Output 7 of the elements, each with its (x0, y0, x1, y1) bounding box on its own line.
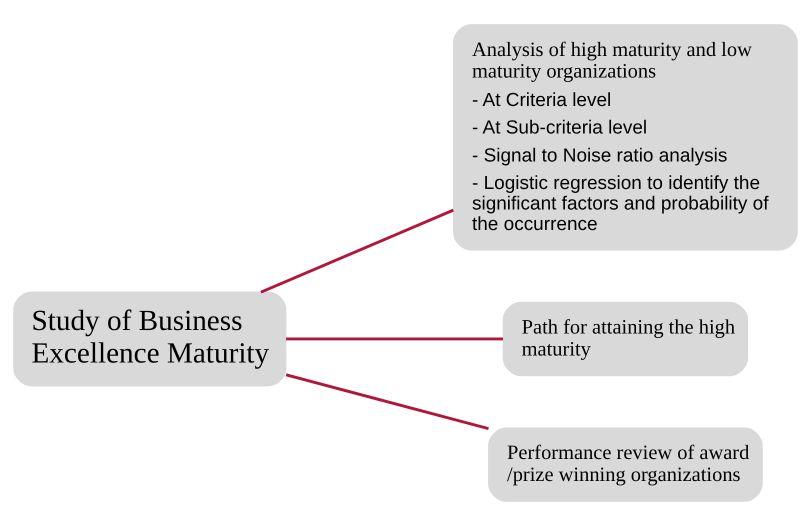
connector (286, 372, 489, 430)
node-box: Study of Business Excellence Maturity (13, 291, 286, 386)
connector (260, 208, 454, 294)
connector (286, 337, 504, 340)
node-box: Analysis of high maturity and low maturity organizations - At Criteria level - At Sub-criteria level - Signal to Noise ratio analysis - Logistic regression to identify the significant factors and probability of the occurrence (452, 24, 798, 250)
node-box: Path for attaining the high maturity (502, 301, 748, 376)
node-box: Performance review of award /prize winning organizations (488, 426, 763, 502)
